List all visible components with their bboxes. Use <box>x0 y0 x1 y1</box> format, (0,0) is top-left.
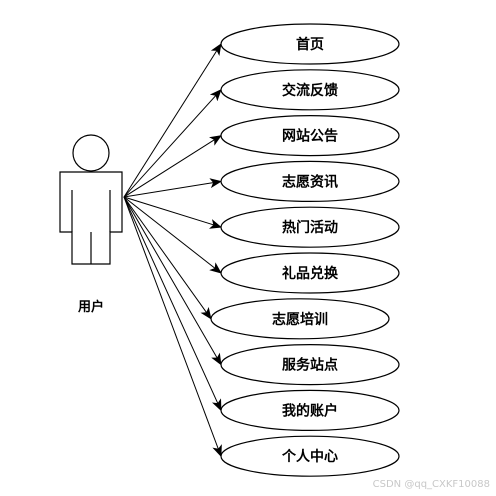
association-arrow <box>123 196 222 412</box>
use-case: 服务站点 <box>220 344 400 386</box>
actor-head <box>72 134 110 172</box>
use-case: 志愿培训 <box>210 298 390 340</box>
use-case-label: 志愿培训 <box>272 311 328 328</box>
use-case-ellipse <box>220 160 400 202</box>
actor-body <box>59 171 123 265</box>
use-case-label: 志愿资讯 <box>282 173 338 190</box>
use-case-label: 网站公告 <box>282 128 338 145</box>
use-case-label: 服务站点 <box>282 357 338 374</box>
use-case-ellipse <box>220 252 400 294</box>
use-case-label: 首页 <box>296 36 324 53</box>
use-case-label: 热门活动 <box>282 219 338 236</box>
use-case: 热门活动 <box>220 206 400 248</box>
use-case-ellipse <box>220 69 400 111</box>
association-arrow <box>123 89 222 198</box>
use-case-ellipse <box>220 389 400 431</box>
association-arrow <box>123 178 222 198</box>
watermark: CSDN @qq_CXKF10088 <box>372 479 490 490</box>
use-case-ellipse <box>220 23 400 65</box>
association-arrow <box>123 196 222 366</box>
use-case: 我的账户 <box>220 389 400 431</box>
use-case: 网站公告 <box>220 115 400 157</box>
use-case-label: 礼品兑换 <box>282 265 339 282</box>
association-arrow <box>123 196 212 320</box>
use-case: 交流反馈 <box>220 69 400 111</box>
association-arrow <box>123 196 222 229</box>
use-case-ellipse <box>220 435 400 477</box>
association-arrow <box>123 43 222 198</box>
actor-figure <box>59 134 123 265</box>
use-case: 礼品兑换 <box>220 252 400 294</box>
association-arrow <box>123 196 222 458</box>
association-arrows <box>123 43 222 458</box>
use-case-ellipse <box>220 115 400 157</box>
use-case-ellipse <box>220 206 400 248</box>
use-case-label: 个人中心 <box>281 448 338 465</box>
use-case: 志愿资讯 <box>220 160 400 202</box>
use-case: 首页 <box>220 23 400 65</box>
association-arrow <box>123 135 222 198</box>
use-case-ellipse <box>210 298 390 340</box>
use-case-label: 交流反馈 <box>282 82 338 99</box>
use-case-ellipse <box>220 344 400 386</box>
actor-label: 用户 <box>77 299 104 315</box>
use-case: 个人中心 <box>220 435 400 477</box>
use-case-label: 我的账户 <box>282 402 338 419</box>
association-arrow <box>123 196 222 274</box>
